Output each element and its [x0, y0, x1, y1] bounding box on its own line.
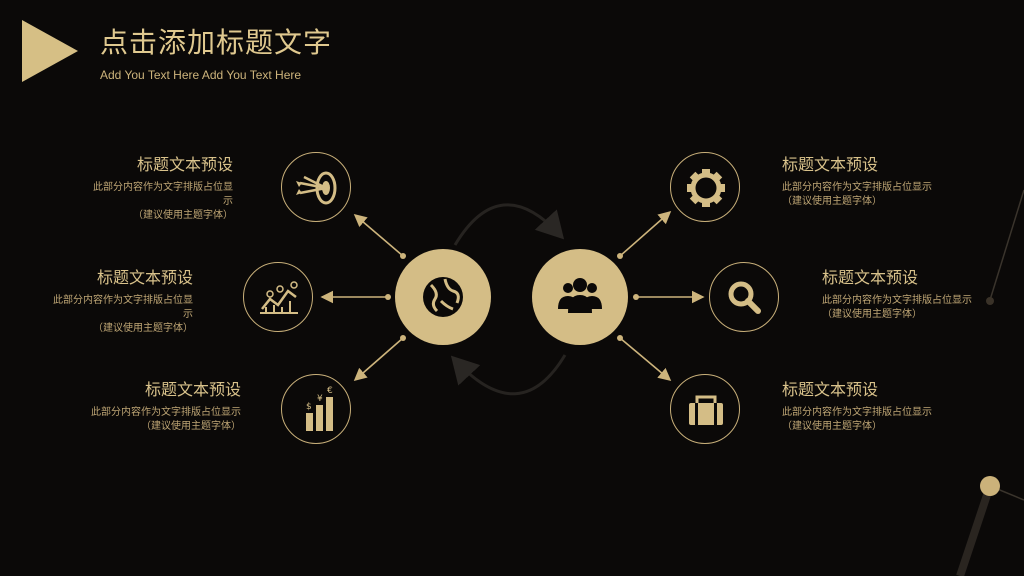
search-icon: [728, 281, 761, 314]
center-left-circle: [395, 249, 491, 345]
center-right-circle: [532, 249, 628, 345]
right-item-1-text: 标题文本预设 此部分内容作为文字排版占位显示 （建议使用主题字体）: [782, 151, 982, 209]
left-item-2-ring[interactable]: [243, 262, 313, 332]
left-item-2-note: （建议使用主题字体）: [93, 323, 193, 334]
right-item-3-desc: 此部分内容作为文字排版占位显示 （建议使用主题字体）: [782, 406, 982, 434]
left-item-2-desc: 此部分内容作为文字排版占位显示 （建议使用主题字体）: [22, 294, 193, 336]
left-item-1-note: （建议使用主题字体）: [133, 210, 233, 221]
right-item-2-text: 标题文本预设 此部分内容作为文字排版占位显示 （建议使用主题字体）: [822, 264, 1002, 322]
right-item-3-text: 标题文本预设 此部分内容作为文字排版占位显示 （建议使用主题字体）: [782, 376, 982, 434]
users-icon: [558, 278, 602, 313]
gear-icon: [687, 169, 725, 207]
right-item-3-heading[interactable]: 标题文本预设: [782, 380, 879, 399]
left-item-3-desc: 此部分内容作为文字排版占位显示 （建议使用主题字体）: [60, 406, 241, 434]
right-item-2-desc: 此部分内容作为文字排版占位显示 （建议使用主题字体）: [822, 294, 1002, 322]
svg-text:€: €: [327, 386, 333, 396]
right-item-1-desc: 此部分内容作为文字排版占位显示 （建议使用主题字体）: [782, 181, 982, 209]
right-item-1-heading[interactable]: 标题文本预设: [782, 155, 879, 174]
title-triangle-marker: [22, 20, 78, 82]
left-item-3-ring[interactable]: $ ¥ €: [281, 374, 351, 444]
page-title[interactable]: 点击添加标题文字: [100, 26, 333, 59]
left-item-3-desc-text: 此部分内容作为文字排版占位显示: [91, 407, 241, 418]
line-chart-icon: [260, 281, 298, 314]
left-item-1-desc: 此部分内容作为文字排版占位显示 （建议使用主题字体）: [60, 181, 233, 223]
right-item-1-desc-text: 此部分内容作为文字排版占位显示: [782, 182, 932, 193]
svg-text:¥: ¥: [317, 394, 323, 404]
briefcase-icon: [689, 395, 723, 425]
right-item-3-ring[interactable]: [670, 374, 740, 444]
left-item-2-desc-text: 此部分内容作为文字排版占位显示: [53, 295, 193, 320]
right-item-2-heading[interactable]: 标题文本预设: [822, 268, 919, 287]
left-item-3-heading[interactable]: 标题文本预设: [144, 380, 241, 399]
left-item-3-text: 标题文本预设 此部分内容作为文字排版占位显示 （建议使用主题字体）: [60, 376, 241, 434]
right-item-1-ring[interactable]: [670, 152, 740, 222]
globe-icon: [423, 277, 463, 317]
right-item-3-note: （建议使用主题字体）: [782, 421, 882, 432]
left-item-3-note: （建议使用主题字体）: [141, 421, 241, 432]
right-item-3-desc-text: 此部分内容作为文字排版占位显示: [782, 407, 932, 418]
left-item-1-heading[interactable]: 标题文本预设: [136, 155, 233, 174]
left-item-1-ring[interactable]: [281, 152, 351, 222]
right-item-1-note: （建议使用主题字体）: [782, 196, 882, 207]
svg-text:$: $: [306, 402, 312, 412]
left-item-2-text: 标题文本预设 此部分内容作为文字排版占位显示 （建议使用主题字体）: [22, 264, 193, 336]
right-item-2-desc-text: 此部分内容作为文字排版占位显示: [822, 295, 972, 306]
left-item-1-text: 标题文本预设 此部分内容作为文字排版占位显示 （建议使用主题字体）: [60, 151, 233, 223]
left-item-1-desc-text: 此部分内容作为文字排版占位显示: [93, 182, 233, 207]
target-icon: [296, 171, 337, 205]
money-bars-icon: $ ¥ €: [306, 386, 333, 431]
left-item-2-heading[interactable]: 标题文本预设: [96, 268, 193, 287]
right-item-2-note: （建议使用主题字体）: [822, 309, 922, 320]
right-item-2-ring[interactable]: [709, 262, 779, 332]
page-subtitle[interactable]: Add You Text Here Add You Text Here: [100, 68, 302, 82]
